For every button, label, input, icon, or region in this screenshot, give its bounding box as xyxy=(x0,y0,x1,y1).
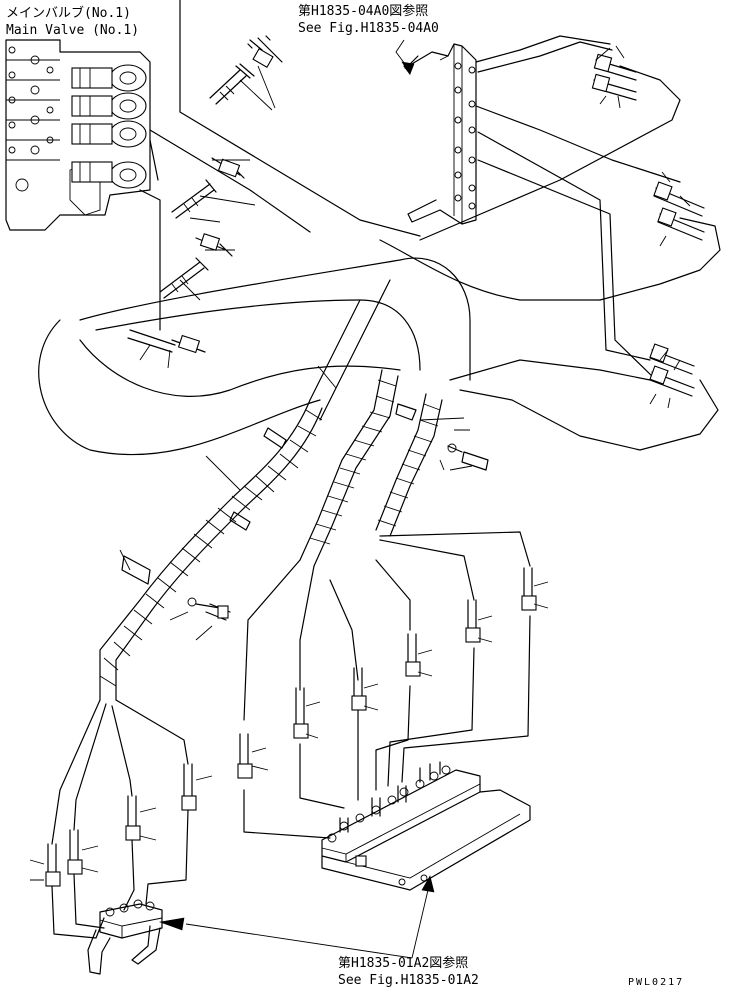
fitting-j xyxy=(29,843,61,887)
right-fittings xyxy=(591,45,705,409)
reference-arrows xyxy=(158,39,435,959)
fitting-a xyxy=(237,733,269,779)
fitting-d xyxy=(405,633,433,677)
leader-lines xyxy=(119,365,473,571)
fitting-g xyxy=(181,763,213,811)
main-valve-label: メインバルブ(No.1) Main Valve (No.1) xyxy=(6,5,139,38)
pilot-lines xyxy=(139,0,421,331)
main-valve-label-jp: メインバルブ(No.1) xyxy=(6,5,131,21)
fitting-c xyxy=(351,667,379,711)
hose-runs xyxy=(38,35,721,456)
manifold-block-top xyxy=(403,43,477,225)
fitting-e xyxy=(465,599,493,643)
reference-label-top-jp: 第H1835-04A0図参照 xyxy=(298,3,428,19)
reference-label-bottom-jp: 第H1835-01A2図参照 xyxy=(338,955,468,971)
manifold-block-bottom-left xyxy=(87,899,163,975)
lower-hoses xyxy=(243,531,531,839)
fitting-h xyxy=(125,795,157,841)
reference-label-bottom: 第H1835-01A2図参照 See Fig.H1835-01A2 xyxy=(338,955,479,988)
spiral-guard-left xyxy=(99,399,323,701)
valve-fittings xyxy=(127,35,283,369)
spiral-guard-middle xyxy=(299,369,399,567)
main-valve xyxy=(5,39,151,231)
main-valve-label-en: Main Valve (No.1) xyxy=(6,23,139,38)
fitting-b xyxy=(293,687,321,739)
hose-end-fittings xyxy=(29,567,549,887)
manifold-block-bottom-right xyxy=(321,761,531,891)
reference-label-top-en: See Fig.H1835-04A0 xyxy=(298,21,439,36)
reference-label-bottom-en: See Fig.H1835-01A2 xyxy=(338,973,479,988)
left-hose-fan xyxy=(51,699,189,939)
fitting-f xyxy=(521,567,549,611)
reference-label-top: 第H1835-04A0図参照 See Fig.H1835-04A0 xyxy=(298,3,439,36)
fitting-i xyxy=(67,829,99,875)
drawing-code: PWL0217 xyxy=(628,977,684,988)
spiral-guard-right xyxy=(375,393,489,537)
